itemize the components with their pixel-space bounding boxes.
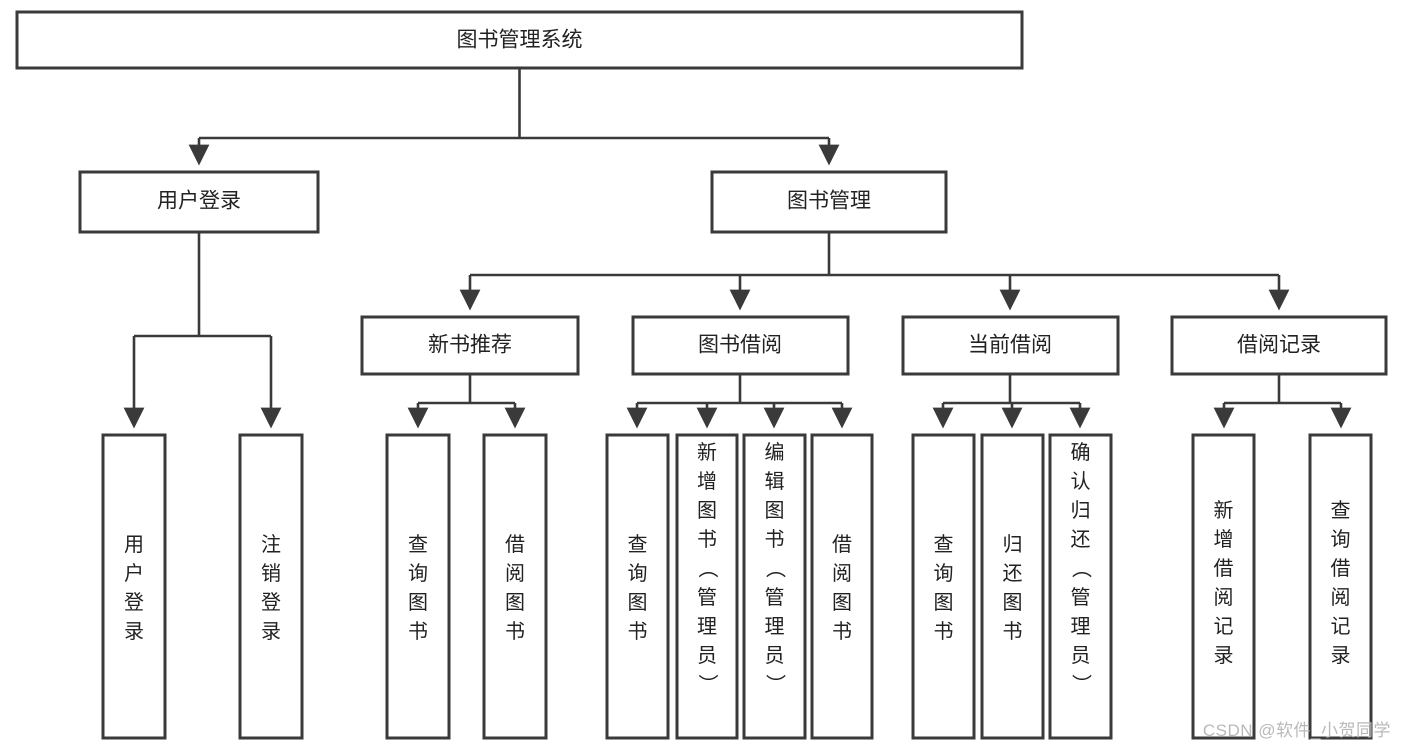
- leaf-node-label: 借阅图书: [832, 533, 852, 643]
- node-current-borrow-label: 当前借阅: [968, 334, 1052, 357]
- leaf-node[interactable]: 借阅图书: [810, 433, 874, 740]
- leaf-node-box[interactable]: [742, 433, 807, 740]
- node-book-borrow[interactable]: 图书借阅: [631, 315, 850, 376]
- node-book-borrow-label: 图书借阅: [698, 334, 782, 357]
- node-book-management-box[interactable]: [710, 170, 948, 234]
- leaf-node-label: 查询图书: [934, 533, 954, 643]
- leaf-node-box[interactable]: [482, 433, 548, 740]
- leaf-node-box[interactable]: [1308, 433, 1373, 740]
- leaf-node-label: 查询图书: [628, 533, 648, 643]
- leaf-node-label: 借阅图书: [505, 533, 525, 643]
- leaf-node[interactable]: 查询图书: [605, 433, 670, 740]
- csdn-watermark: CSDN @软件_小贺同学: [1202, 721, 1391, 740]
- leaf-node[interactable]: 新增借阅记录: [1191, 433, 1256, 740]
- node-current-borrow-box[interactable]: [901, 315, 1120, 376]
- leaf-node-box[interactable]: [675, 433, 739, 740]
- leaf-node-label: 确认归还（管理员）: [1071, 441, 1092, 696]
- leaf-node-label: 新增图书（管理员）: [697, 441, 718, 696]
- connector-layer: [123, 68, 1352, 429]
- leaf-node-label: 用户登录: [124, 534, 144, 643]
- leaf-node-layer: 用户登录 注销登录 查询图书 借阅图书 查询图书 新增图书（管理员） 编辑图书（管理员） 借阅…: [101, 433, 1373, 740]
- leaf-node-box[interactable]: [238, 433, 304, 740]
- leaf-node-box[interactable]: [911, 433, 976, 740]
- node-root[interactable]: 图书管理系统: [15, 10, 1024, 70]
- node-borrow-record-box[interactable]: [1170, 315, 1388, 376]
- leaf-node[interactable]: 查询图书: [911, 433, 976, 740]
- node-root-box[interactable]: [15, 10, 1024, 70]
- leaf-node-label: 查询图书: [408, 533, 428, 643]
- node-root-label: 图书管理系统: [457, 29, 583, 52]
- node-borrow-record-label: 借阅记录: [1237, 334, 1321, 357]
- leaf-node-label: 新增借阅记录: [1214, 499, 1234, 667]
- leaf-node[interactable]: 新增图书（管理员）: [675, 433, 739, 740]
- node-new-book-recommend-box[interactable]: [360, 315, 580, 376]
- node-user-login-box[interactable]: [78, 170, 320, 234]
- leaf-node-label: 编辑图书（管理员）: [765, 441, 786, 696]
- node-current-borrow[interactable]: 当前借阅: [901, 315, 1120, 376]
- leaf-node[interactable]: 确认归还（管理员）: [1048, 433, 1113, 740]
- leaf-node[interactable]: 用户登录: [101, 433, 167, 740]
- leaf-node-box[interactable]: [101, 433, 167, 740]
- node-user-login-label: 用户登录: [157, 190, 241, 213]
- leaf-node[interactable]: 编辑图书（管理员）: [742, 433, 807, 740]
- node-borrow-record[interactable]: 借阅记录: [1170, 315, 1388, 376]
- leaf-node-label: 归还图书: [1003, 533, 1023, 643]
- leaf-node[interactable]: 归还图书: [980, 433, 1045, 740]
- leaf-node[interactable]: 借阅图书: [482, 433, 548, 740]
- leaf-node-box[interactable]: [980, 433, 1045, 740]
- leaf-node-box[interactable]: [810, 433, 874, 740]
- leaf-node-box[interactable]: [385, 433, 451, 740]
- node-user-login[interactable]: 用户登录: [78, 170, 320, 234]
- leaf-node-label: 查询借阅记录: [1331, 499, 1351, 667]
- node-book-borrow-box[interactable]: [631, 315, 850, 376]
- leaf-node[interactable]: 注销登录: [238, 433, 304, 740]
- leaf-node[interactable]: 查询借阅记录: [1308, 433, 1373, 740]
- node-book-management-label: 图书管理: [787, 190, 871, 213]
- leaf-node[interactable]: 查询图书: [385, 433, 451, 740]
- node-book-management[interactable]: 图书管理: [710, 170, 948, 234]
- node-new-book-recommend[interactable]: 新书推荐: [360, 315, 580, 376]
- node-layer: 图书管理系统 用户登录 图书管理 新书推荐 图书借阅: [15, 10, 1388, 740]
- node-new-book-recommend-label: 新书推荐: [428, 334, 512, 357]
- leaf-node-label: 注销登录: [261, 533, 281, 643]
- leaf-node-box[interactable]: [1191, 433, 1256, 740]
- leaf-node-box[interactable]: [605, 433, 670, 740]
- leaf-node-box[interactable]: [1048, 433, 1113, 740]
